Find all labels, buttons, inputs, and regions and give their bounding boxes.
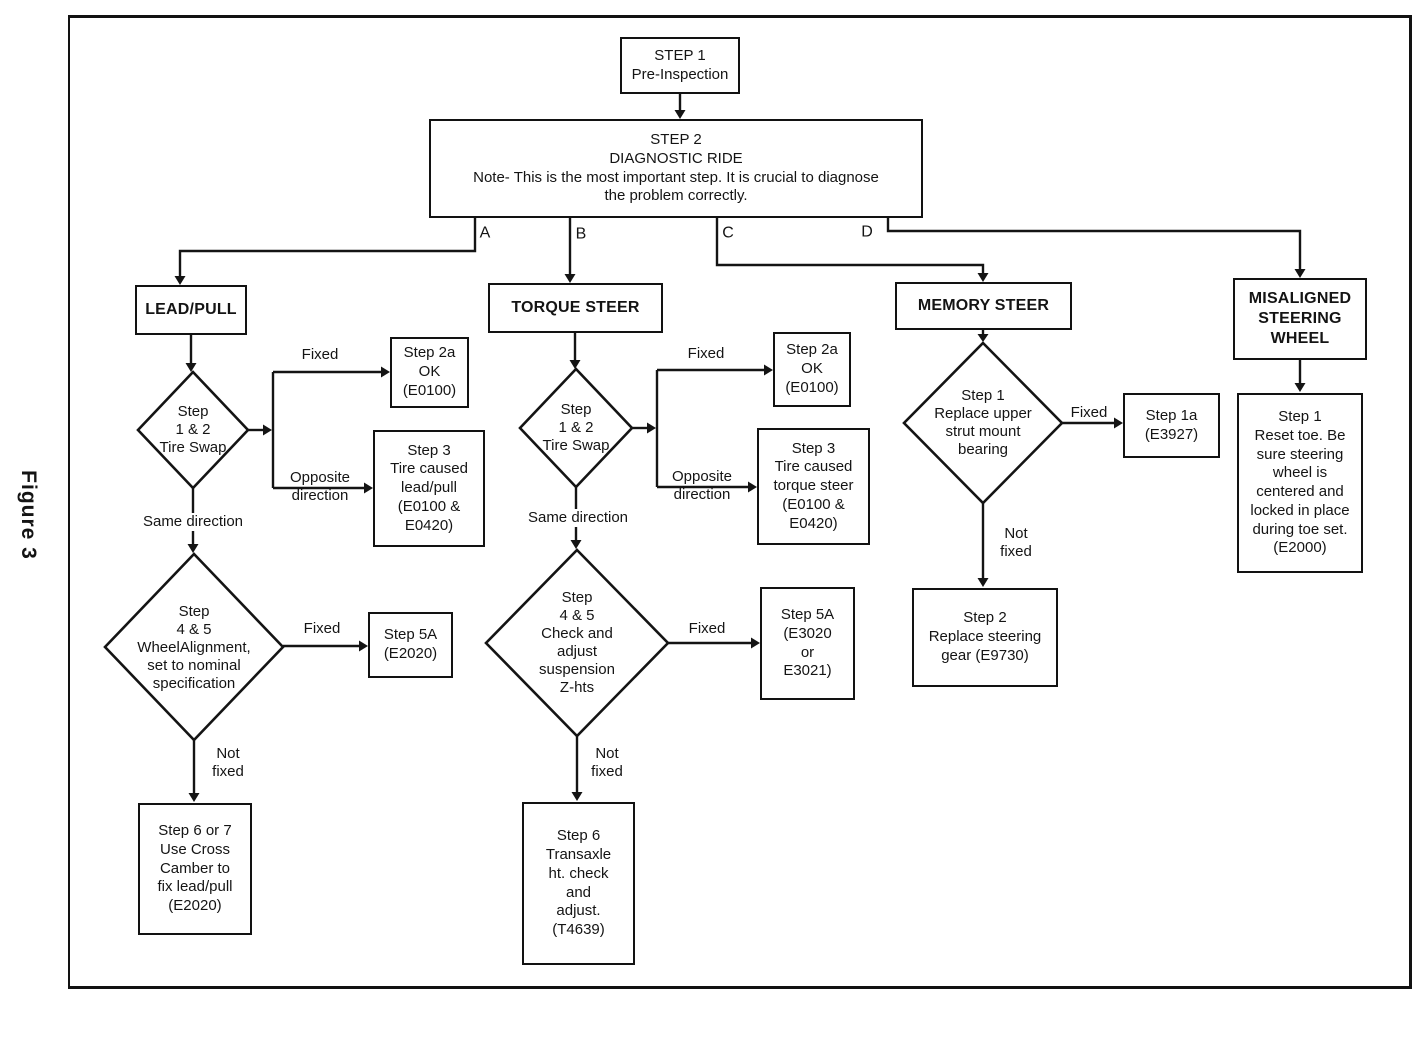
edge-label-memory-not-fixed: Not fixed: [1000, 525, 1032, 560]
node-lead-pull: LEAD/PULL: [135, 285, 247, 335]
edge-label-torque-opposite: Opposite direction: [671, 468, 733, 503]
edge-label-torque-same-direction: Same direction: [524, 509, 632, 527]
node-memory-steer: MEMORY STEER: [895, 282, 1072, 330]
node-lead-step5a: Step 5A (E2020): [368, 612, 453, 678]
edge-label-memory-fixed: Fixed: [1070, 404, 1108, 421]
branch-label-d: D: [861, 223, 873, 241]
diamond-text-torque-suspension: Step 4 & 5 Check and adjust suspension Z…: [539, 589, 615, 696]
node-step2-diagnostic-ride: STEP 2 DIAGNOSTIC RIDE Note- This is the…: [429, 119, 923, 218]
branch-label-a: A: [479, 224, 491, 242]
diamond-text-torque-tire-swap: Step 1 & 2 Tire Swap: [542, 401, 610, 454]
diamond-text-memory-strut: Step 1 Replace upper strut mount bearing: [934, 387, 1032, 458]
figure-label: Figure 3: [17, 470, 40, 560]
edge-label-lead-same-direction: Same direction: [139, 513, 247, 531]
diamond-torque-tire-swap: [518, 367, 634, 489]
edge-label-torque-fixed1: Fixed: [687, 345, 725, 362]
node-torque-step3: Step 3 Tire caused torque steer (E0100 &…: [757, 428, 870, 545]
node-torque-steer: TORQUE STEER: [488, 283, 663, 333]
diamond-lead-alignment: [103, 552, 285, 742]
edge-label-lead-not-fixed: Not fixed: [212, 745, 244, 780]
node-torque-step2a: Step 2a OK (E0100): [773, 332, 851, 407]
node-step1-pre-inspection: STEP 1 Pre-Inspection: [620, 37, 740, 94]
edge-label-lead-fixed2: Fixed: [303, 620, 341, 637]
branch-label-b: B: [575, 225, 587, 243]
node-torque-step5a: Step 5A (E3020 or E3021): [760, 587, 855, 700]
diamond-text-lead-tire-swap: Step 1 & 2 Tire Swap: [159, 403, 227, 456]
node-lead-step3: Step 3 Tire caused lead/pull (E0100 & E0…: [373, 430, 485, 547]
edge-label-torque-fixed2: Fixed: [688, 620, 726, 637]
branch-label-c: C: [722, 224, 734, 242]
node-lead-step6or7: Step 6 or 7 Use Cross Camber to fix lead…: [138, 803, 252, 935]
diamond-torque-suspension: [484, 548, 670, 738]
node-torque-step6: Step 6 Transaxle ht. check and adjust. (…: [522, 802, 635, 965]
node-memory-step2: Step 2 Replace steering gear (E9730): [912, 588, 1058, 687]
node-misaligned-step1: Step 1 Reset toe. Be sure steering wheel…: [1237, 393, 1363, 573]
node-misaligned-steering-wheel: MISALIGNED STEERING WHEEL: [1233, 278, 1367, 360]
edge-label-lead-fixed1: Fixed: [301, 346, 339, 363]
edge-label-torque-not-fixed: Not fixed: [591, 745, 623, 780]
diamond-lead-tire-swap: [136, 370, 250, 490]
node-lead-step2a: Step 2a OK (E0100): [390, 337, 469, 408]
diamond-memory-strut: [902, 341, 1064, 505]
edge-label-lead-opposite: Opposite direction: [289, 469, 351, 504]
page-frame: [68, 15, 1412, 989]
diamond-text-lead-alignment: Step 4 & 5 WheelAlignment, set to nomina…: [137, 603, 251, 692]
node-memory-step1a: Step 1a (E3927): [1123, 393, 1220, 458]
